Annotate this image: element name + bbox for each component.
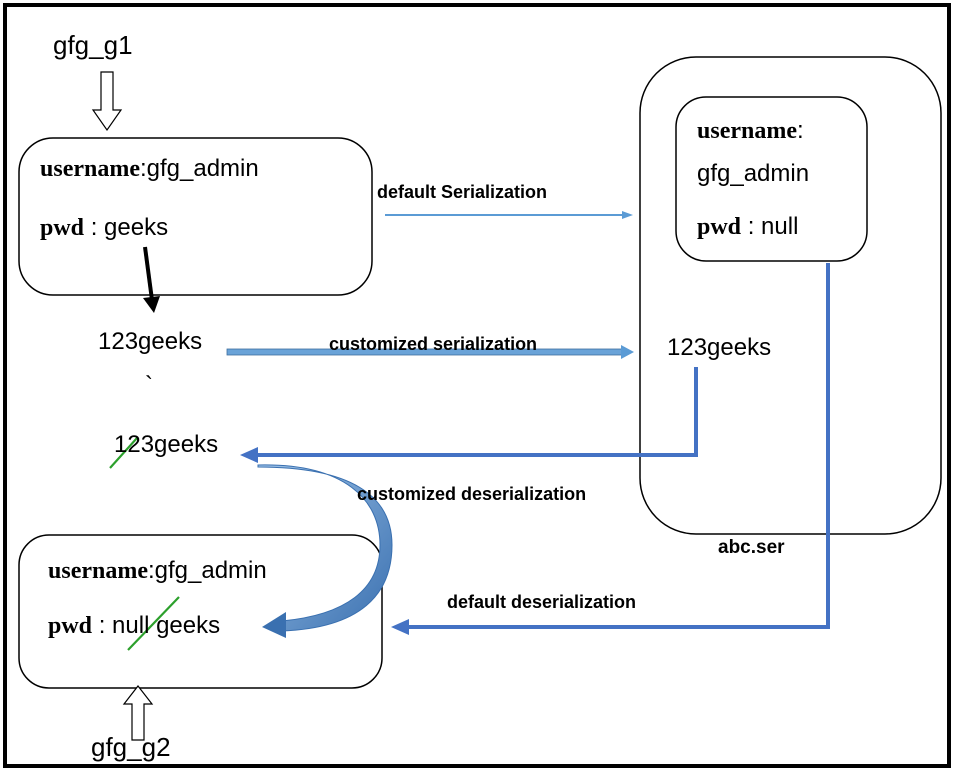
- customized-read-arrow-head-icon: [240, 447, 258, 463]
- object-g1-name: gfg_g1: [53, 30, 133, 60]
- object-g2-pwd-key: pwd: [48, 613, 93, 639]
- encrypt-arrow-head-icon: [143, 296, 160, 313]
- hollow-arrow-down-icon: [91, 71, 123, 132]
- diagram-frame: [3, 3, 951, 768]
- object-g1-box: [18, 137, 373, 296]
- decrypted-value: 123geeks: [114, 431, 218, 459]
- file-inner-box: [675, 96, 868, 262]
- customized-serialization-arrow-head-icon: [621, 345, 634, 359]
- strike-line-null: [127, 596, 180, 651]
- encrypt-arrow: [143, 246, 154, 301]
- object-g1-pwd-value: : geeks: [84, 214, 169, 241]
- object-g2-username-value: :gfg_admin: [147, 557, 267, 584]
- object-g1-pwd-key: pwd: [40, 215, 85, 241]
- customized-read-arrow: [256, 367, 698, 457]
- file-pwd-row: pwd : null: [697, 213, 798, 241]
- default-serialization-label: default Serialization: [377, 182, 548, 202]
- default-deserialization-label: default deserialization: [447, 592, 637, 612]
- object-g2-username-row: username:gfg_admin: [48, 557, 267, 585]
- object-g2-pwd-sep: :: [92, 612, 113, 639]
- object-g2-pwd-row: pwd : null geeks: [48, 612, 220, 640]
- object-g2-box: [18, 534, 383, 689]
- object-g2-pwd-struck: null: [112, 612, 150, 639]
- object-g1-pwd-row: pwd : geeks: [40, 214, 168, 242]
- backtick-mark: `: [145, 372, 153, 399]
- decrypted-rest: 23geeks: [127, 431, 219, 458]
- object-g1-username-key: username: [40, 156, 140, 182]
- customized-deserialization-label: customized deserialization: [357, 484, 587, 504]
- file-username-key: username: [697, 118, 797, 144]
- file-username-row: username:: [697, 117, 804, 145]
- object-g2-name: gfg_g2: [91, 732, 171, 762]
- customized-serialization-label: customized serialization: [329, 334, 538, 354]
- file-pwd-value: : null: [741, 213, 799, 240]
- object-g2-pwd-new: geeks: [149, 612, 221, 639]
- object-g1-username-row: username:gfg_admin: [40, 155, 259, 183]
- default-serialization-arrow-head-icon: [622, 211, 633, 219]
- file-name: abc.ser: [718, 537, 785, 558]
- default-deserialization-arrow: [406, 263, 830, 629]
- encrypted-value: 123geeks: [98, 328, 203, 355]
- decrypted-struck-char: 1: [114, 431, 128, 458]
- hollow-arrow-up-icon: [122, 685, 154, 741]
- strike-line-decrypted: [109, 437, 138, 469]
- default-deserialization-arrow-head-icon: [391, 619, 409, 635]
- file-encrypted-value: 123geeks: [667, 334, 772, 361]
- file-pwd-key: pwd: [697, 214, 742, 240]
- object-g2-username-key: username: [48, 558, 148, 584]
- customized-deserialization-arrow-head-icon: [262, 612, 286, 638]
- object-g1-username-value: :gfg_admin: [139, 155, 259, 182]
- file-username-value: gfg_admin: [697, 160, 810, 187]
- file-username-colon: :: [796, 117, 804, 144]
